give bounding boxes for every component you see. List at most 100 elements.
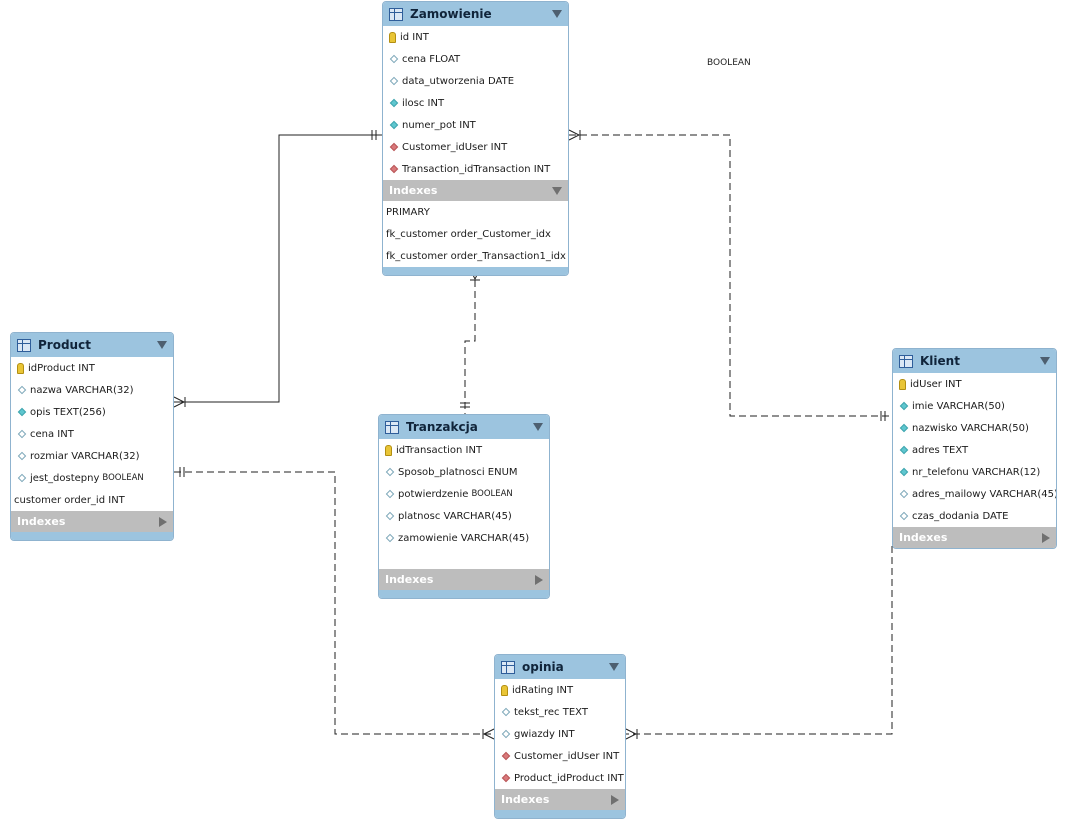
column-row[interactable]: tekst_rec TEXT bbox=[495, 701, 625, 723]
column-row[interactable]: Customer_idUser INT bbox=[383, 136, 568, 158]
table-header[interactable]: Zamowienie bbox=[383, 2, 568, 26]
diamond-icon bbox=[389, 54, 399, 64]
triangle-right-icon[interactable] bbox=[1042, 532, 1050, 543]
table-zamowienie[interactable]: Zamowienie id INT cena FLOAT data_utworz… bbox=[382, 1, 569, 276]
table-icon bbox=[389, 7, 403, 21]
table-header[interactable]: opinia bbox=[495, 655, 625, 679]
column-row[interactable]: data_utworzenia DATE bbox=[383, 70, 568, 92]
column-label: jest_dostepny bbox=[30, 472, 100, 484]
column-row[interactable]: nr_telefonu VARCHAR(12) bbox=[893, 461, 1056, 483]
column-row[interactable]: Customer_idUser INT bbox=[495, 745, 625, 767]
diamond-icon bbox=[899, 401, 909, 411]
column-label: data_utworzenia DATE bbox=[402, 75, 515, 87]
indexes-header[interactable]: Indexes bbox=[495, 789, 625, 810]
diamond-icon bbox=[385, 533, 395, 543]
table-klient[interactable]: Klient idUser INT imie VARCHAR(50) nazwi… bbox=[892, 348, 1057, 549]
column-label: idTransaction INT bbox=[396, 444, 483, 456]
diamond-icon bbox=[17, 407, 27, 417]
index-row[interactable]: fk_customer order_Transaction1_idx bbox=[383, 245, 568, 267]
triangle-down-icon[interactable] bbox=[552, 10, 562, 18]
red-diamond-icon bbox=[389, 164, 399, 174]
triangle-right-icon[interactable] bbox=[611, 794, 619, 805]
column-label: opis TEXT(256) bbox=[30, 406, 106, 418]
column-label: Product_idProduct INT bbox=[514, 772, 624, 784]
column-row[interactable]: imie VARCHAR(50) bbox=[893, 395, 1056, 417]
column-row[interactable]: idRating INT bbox=[495, 679, 625, 701]
triangle-right-icon[interactable] bbox=[535, 574, 543, 585]
index-row[interactable]: PRIMARY bbox=[383, 201, 568, 223]
column-row[interactable]: nazwa VARCHAR(32) bbox=[11, 379, 173, 401]
column-label: nazwa VARCHAR(32) bbox=[30, 384, 134, 396]
column-row[interactable]: platnosc VARCHAR(45) bbox=[379, 505, 549, 527]
diamond-icon bbox=[385, 511, 395, 521]
column-label: cena FLOAT bbox=[402, 53, 461, 65]
diamond-icon bbox=[501, 729, 511, 739]
indexes-label: Indexes bbox=[899, 531, 948, 544]
table-title: Klient bbox=[920, 354, 960, 368]
column-label: ilosc INT bbox=[402, 97, 445, 109]
table-footer bbox=[379, 590, 549, 598]
column-label: potwierdzenie bbox=[398, 488, 469, 500]
table-icon bbox=[501, 660, 515, 674]
indexes-header[interactable]: Indexes bbox=[11, 511, 173, 532]
indexes-label: Indexes bbox=[501, 793, 550, 806]
column-label: Customer_idUser INT bbox=[514, 750, 620, 762]
column-row[interactable]: gwiazdy INT bbox=[495, 723, 625, 745]
column-row[interactable]: adres_mailowy VARCHAR(45) bbox=[893, 483, 1056, 505]
triangle-down-icon[interactable] bbox=[552, 186, 562, 195]
table-product[interactable]: Product idProduct INT nazwa VARCHAR(32) … bbox=[10, 332, 174, 541]
diamond-icon bbox=[899, 445, 909, 455]
link-crowfoot bbox=[482, 728, 495, 740]
column-row[interactable]: Sposob_platnosci ENUM bbox=[379, 461, 549, 483]
indexes-header[interactable]: Indexes bbox=[383, 180, 568, 201]
link-product-opinia bbox=[174, 471, 494, 735]
column-row[interactable]: opis TEXT(256) bbox=[11, 401, 173, 423]
column-row[interactable]: czas_dodania DATE bbox=[893, 505, 1056, 527]
floating-boolean-label: BOOLEAN bbox=[707, 58, 751, 68]
column-row[interactable]: customer order_id INT bbox=[11, 489, 173, 511]
column-row[interactable]: adres TEXT bbox=[893, 439, 1056, 461]
column-row[interactable]: Transaction_idTransaction INT bbox=[383, 158, 568, 180]
link-zamowienie-tranzakcja bbox=[464, 269, 476, 414]
column-row[interactable]: zamowienie VARCHAR(45) bbox=[379, 527, 549, 549]
indexes-header[interactable]: Indexes bbox=[379, 569, 549, 590]
triangle-down-icon[interactable] bbox=[157, 341, 167, 349]
triangle-down-icon[interactable] bbox=[533, 423, 543, 431]
table-opinia[interactable]: opinia idRating INT tekst_rec TEXT gwiaz… bbox=[494, 654, 626, 819]
triangle-right-icon[interactable] bbox=[159, 516, 167, 527]
column-type-label: BOOLEAN bbox=[471, 489, 513, 499]
column-row[interactable]: cena INT bbox=[11, 423, 173, 445]
column-row[interactable]: cena FLOAT bbox=[383, 48, 568, 70]
diamond-icon bbox=[389, 98, 399, 108]
diamond-icon bbox=[17, 385, 27, 395]
column-row[interactable]: idProduct INT bbox=[11, 357, 173, 379]
link-zamowienie-klient bbox=[569, 134, 893, 417]
column-row[interactable]: numer_pot INT bbox=[383, 114, 568, 136]
column-row[interactable]: id INT bbox=[383, 26, 568, 48]
column-row[interactable]: idTransaction INT bbox=[379, 439, 549, 461]
column-row[interactable]: Product_idProduct INT bbox=[495, 767, 625, 789]
column-row[interactable]: rozmiar VARCHAR(32) bbox=[11, 445, 173, 467]
index-row[interactable]: fk_customer order_Customer_idx bbox=[383, 223, 568, 245]
column-label: gwiazdy INT bbox=[514, 728, 575, 740]
key-icon bbox=[389, 31, 396, 43]
triangle-down-icon[interactable] bbox=[609, 663, 619, 671]
table-header[interactable]: Klient bbox=[893, 349, 1056, 373]
link-klient-opinia bbox=[626, 546, 893, 735]
column-label: Customer_idUser INT bbox=[402, 141, 508, 153]
table-tranzakcja[interactable]: Tranzakcja idTransaction INT Sposob_plat… bbox=[378, 414, 550, 599]
column-label: idUser INT bbox=[910, 378, 962, 390]
table-header[interactable]: Tranzakcja bbox=[379, 415, 549, 439]
key-icon bbox=[17, 362, 24, 374]
column-label: Sposob_platnosci ENUM bbox=[398, 466, 518, 478]
column-row[interactable]: idUser INT bbox=[893, 373, 1056, 395]
column-row[interactable]: ilosc INT bbox=[383, 92, 568, 114]
table-header[interactable]: Product bbox=[11, 333, 173, 357]
diamond-icon bbox=[389, 120, 399, 130]
column-row[interactable]: nazwisko VARCHAR(50) bbox=[893, 417, 1056, 439]
indexes-header[interactable]: Indexes bbox=[893, 527, 1056, 548]
triangle-down-icon[interactable] bbox=[1040, 357, 1050, 365]
red-diamond-icon bbox=[389, 142, 399, 152]
